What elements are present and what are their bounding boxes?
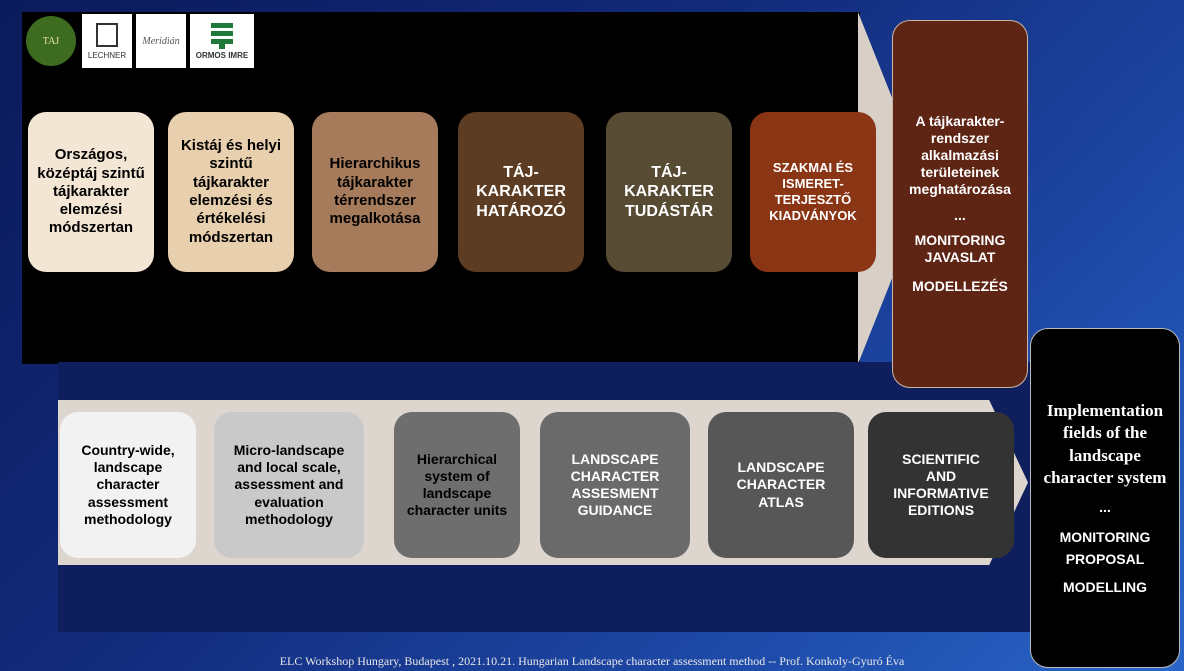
hu-implementation-title: A tájkarakter-rendszer alkalmazási terül…	[909, 113, 1011, 198]
hu-box-1: Országos, középtáj szintű tájkarakter el…	[28, 112, 154, 272]
tal-logo-mark: TAJ	[26, 16, 76, 66]
en-box-6: SCIENTIFIC AND INFORMATIVE EDITIONS	[868, 412, 1014, 558]
hu-box-2: Kistáj és helyi szintű tájkarakter elemz…	[168, 112, 294, 272]
en-box-4: LANDSCAPE CHARACTER ASSESMENT GUIDANCE	[540, 412, 690, 558]
hu-implementation-ellipsis: ...	[954, 206, 966, 223]
lechner-logo: LECHNER	[82, 14, 132, 68]
hu-implementation-modelling: MODELLEZÉS	[912, 277, 1008, 294]
tal-logo: TAJ	[24, 14, 78, 68]
en-box-5: LANDSCAPE CHARACTER ATLAS	[708, 412, 854, 558]
en-implementation-title: Implementation fields of the landscape c…	[1043, 401, 1167, 487]
hu-box-3: Hierarchikus tájkarakter térrendszer meg…	[312, 112, 438, 272]
ormos-logo-mark	[211, 22, 233, 49]
en-implementation-monitoring: MONITORING PROPOSAL	[1059, 528, 1151, 568]
meridian-logo-text: Meridián	[142, 35, 180, 47]
hu-box-4: TÁJ-KARAKTER HATÁROZÓ	[458, 112, 584, 272]
hu-implementation-box: A tájkarakter-rendszer alkalmazási terül…	[892, 20, 1028, 388]
lechner-logo-mark	[96, 22, 118, 47]
lechner-logo-text: LECHNER	[87, 50, 127, 60]
meridian-logo: Meridián	[136, 14, 186, 68]
en-box-2: Micro-landscape and local scale, assessm…	[214, 412, 364, 558]
en-box-3: Hierarchical system of landscape charact…	[394, 412, 520, 558]
en-box-1: Country-wide, landscape character assess…	[60, 412, 196, 558]
hu-box-5: TÁJ-KARAKTER TUDÁSTÁR	[606, 112, 732, 272]
hu-implementation-monitoring: MONITORING JAVASLAT	[914, 231, 1006, 265]
hu-box-6: SZAKMAI ÉS ISMERET-TERJESZTŐ KIADVÁNYOK	[750, 112, 876, 272]
en-implementation-box: Implementation fields of the landscape c…	[1030, 328, 1180, 668]
footer-text: ELC Workshop Hungary, Budapest , 2021.10…	[279, 654, 905, 668]
ormos-logo: ORMOS IMRE	[190, 14, 254, 68]
ormos-logo-text: ORMOS IMRE	[195, 50, 249, 60]
en-implementation-ellipsis: ...	[1099, 498, 1111, 515]
en-implementation-modelling: MODELLING	[1063, 578, 1147, 595]
